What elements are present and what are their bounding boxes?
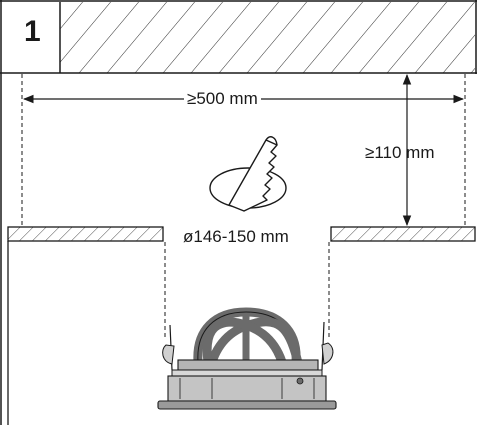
false-ceiling-right-panel — [330, 226, 476, 242]
structural-ceiling — [60, 2, 475, 73]
clearance-width-label: ≥500 mm — [184, 89, 261, 109]
step-number-box — [2, 2, 60, 73]
cutout-diameter-label: ø146-150 mm — [183, 227, 289, 246]
clearance-height-label: ≥110 mm — [365, 143, 435, 162]
false-ceiling-left-panel — [7, 226, 164, 242]
step-number: 1 — [24, 15, 41, 48]
saw-cutout-icon — [209, 136, 287, 212]
downlight-fixture-icon — [157, 307, 337, 410]
